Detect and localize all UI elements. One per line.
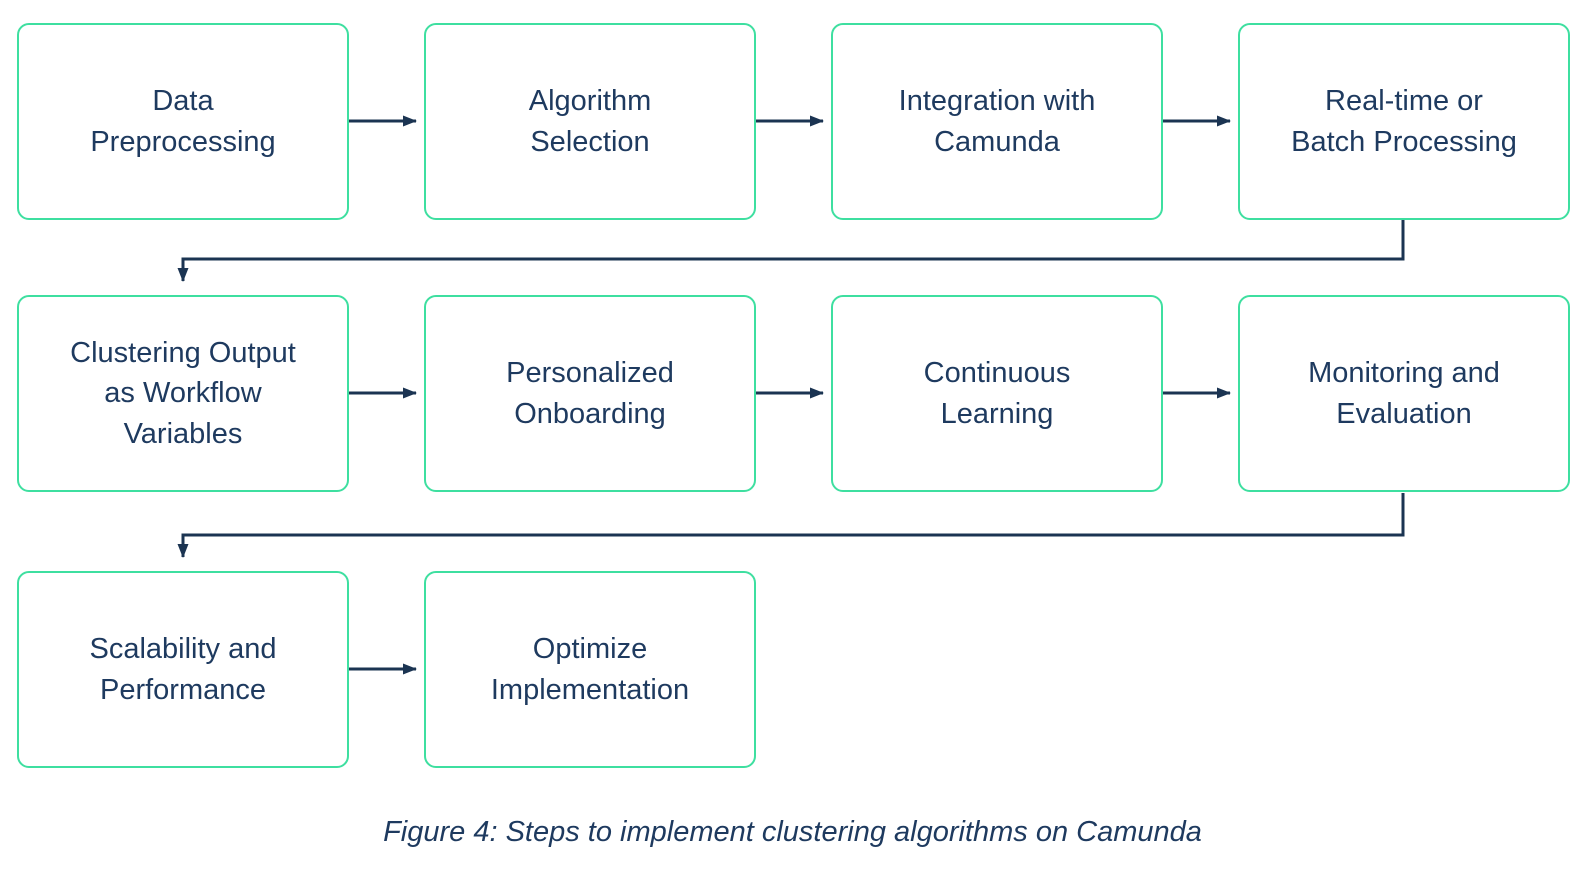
flow-node-scalability-and-performance: Scalability and Performance (17, 571, 349, 768)
flow-node-algorithm-selection: Algorithm Selection (424, 23, 756, 220)
flow-node-personalized-onboarding: Personalized Onboarding (424, 295, 756, 492)
flow-node-integration-with-camunda: Integration with Camunda (831, 23, 1163, 220)
flow-node-label: Data Preprocessing (90, 85, 276, 158)
arrow-wrap-row1-row2 (177, 220, 1405, 282)
flow-node-label: Optimize Implementation (490, 633, 690, 706)
arrow-wrap-row2-row3 (177, 493, 1405, 558)
flow-node-label: Scalability and Performance (89, 633, 277, 706)
flow-node-label: Monitoring and Evaluation (1308, 357, 1500, 430)
flow-node-monitoring-and-evaluation: Monitoring and Evaluation (1238, 295, 1570, 492)
flow-node-label: Algorithm Selection (528, 85, 652, 158)
flow-node-label: Clustering Output as Workflow Variables (70, 337, 296, 450)
flow-node-data-preprocessing: Data Preprocessing (17, 23, 349, 220)
flow-node-label: Continuous Learning (923, 357, 1071, 430)
flow-node-clustering-output-as-workflow-variables: Clustering Output as Workflow Variables (17, 295, 349, 492)
flow-node-optimize-implementation: Optimize Implementation (424, 571, 756, 768)
figure-caption: Figure 4: Steps to implement clustering … (383, 816, 1202, 848)
flow-node-continuous-learning: Continuous Learning (831, 295, 1163, 492)
flow-node-label: Personalized Onboarding (506, 357, 674, 430)
flow-node-label: Integration with Camunda (898, 85, 1096, 158)
flow-node-label: Real-time or Batch Processing (1291, 85, 1517, 158)
flow-node-realtime-or-batch-processing: Real-time or Batch Processing (1238, 23, 1570, 220)
